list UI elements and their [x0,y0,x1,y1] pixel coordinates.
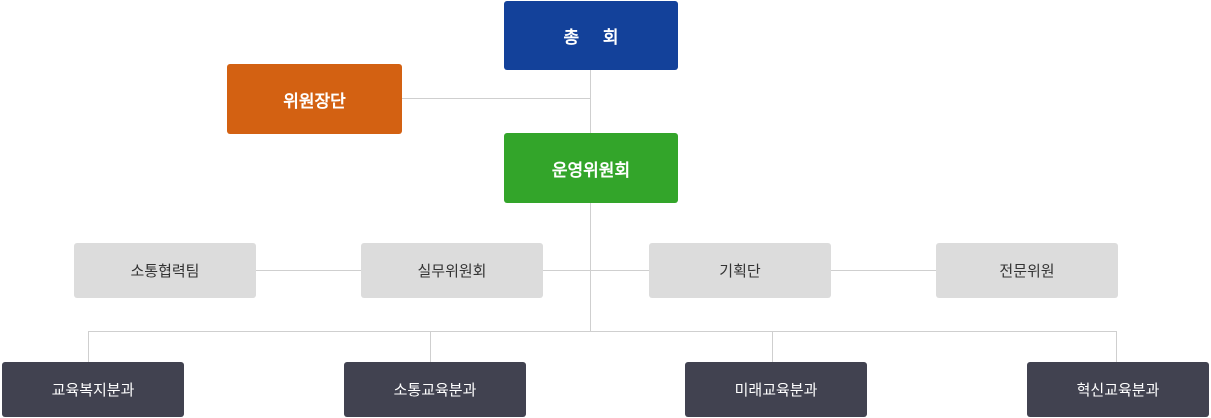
steering-committee-box[interactable]: 운영위원회 [504,133,678,203]
support-unit-planning-group[interactable]: 기획단 [649,243,831,298]
connector-chairmen [401,98,591,99]
connector-division-4 [1116,331,1117,362]
division-education-welfare[interactable]: 교육복지분과 [2,362,184,417]
chairmen-box[interactable]: 위원장단 [227,64,402,134]
division-future-education[interactable]: 미래교육분과 [685,362,867,417]
connector-division-3 [772,331,773,362]
support-unit-expert-members[interactable]: 전문위원 [936,243,1118,298]
connector-division-2 [430,331,431,362]
connector-support-left [255,270,361,271]
division-communication-education[interactable]: 소통교육분과 [344,362,526,417]
connector-division-1 [88,331,89,362]
general-assembly-box[interactable]: 총 회 [504,1,678,70]
connector-divisions-horizontal [88,331,1117,332]
connector-support-right [830,270,936,271]
support-unit-working-committee[interactable]: 실무위원회 [361,243,543,298]
division-innovation-education[interactable]: 혁신교육분과 [1027,362,1209,417]
support-unit-communication-team[interactable]: 소통협력팀 [74,243,256,298]
connector-support-center [542,270,649,271]
